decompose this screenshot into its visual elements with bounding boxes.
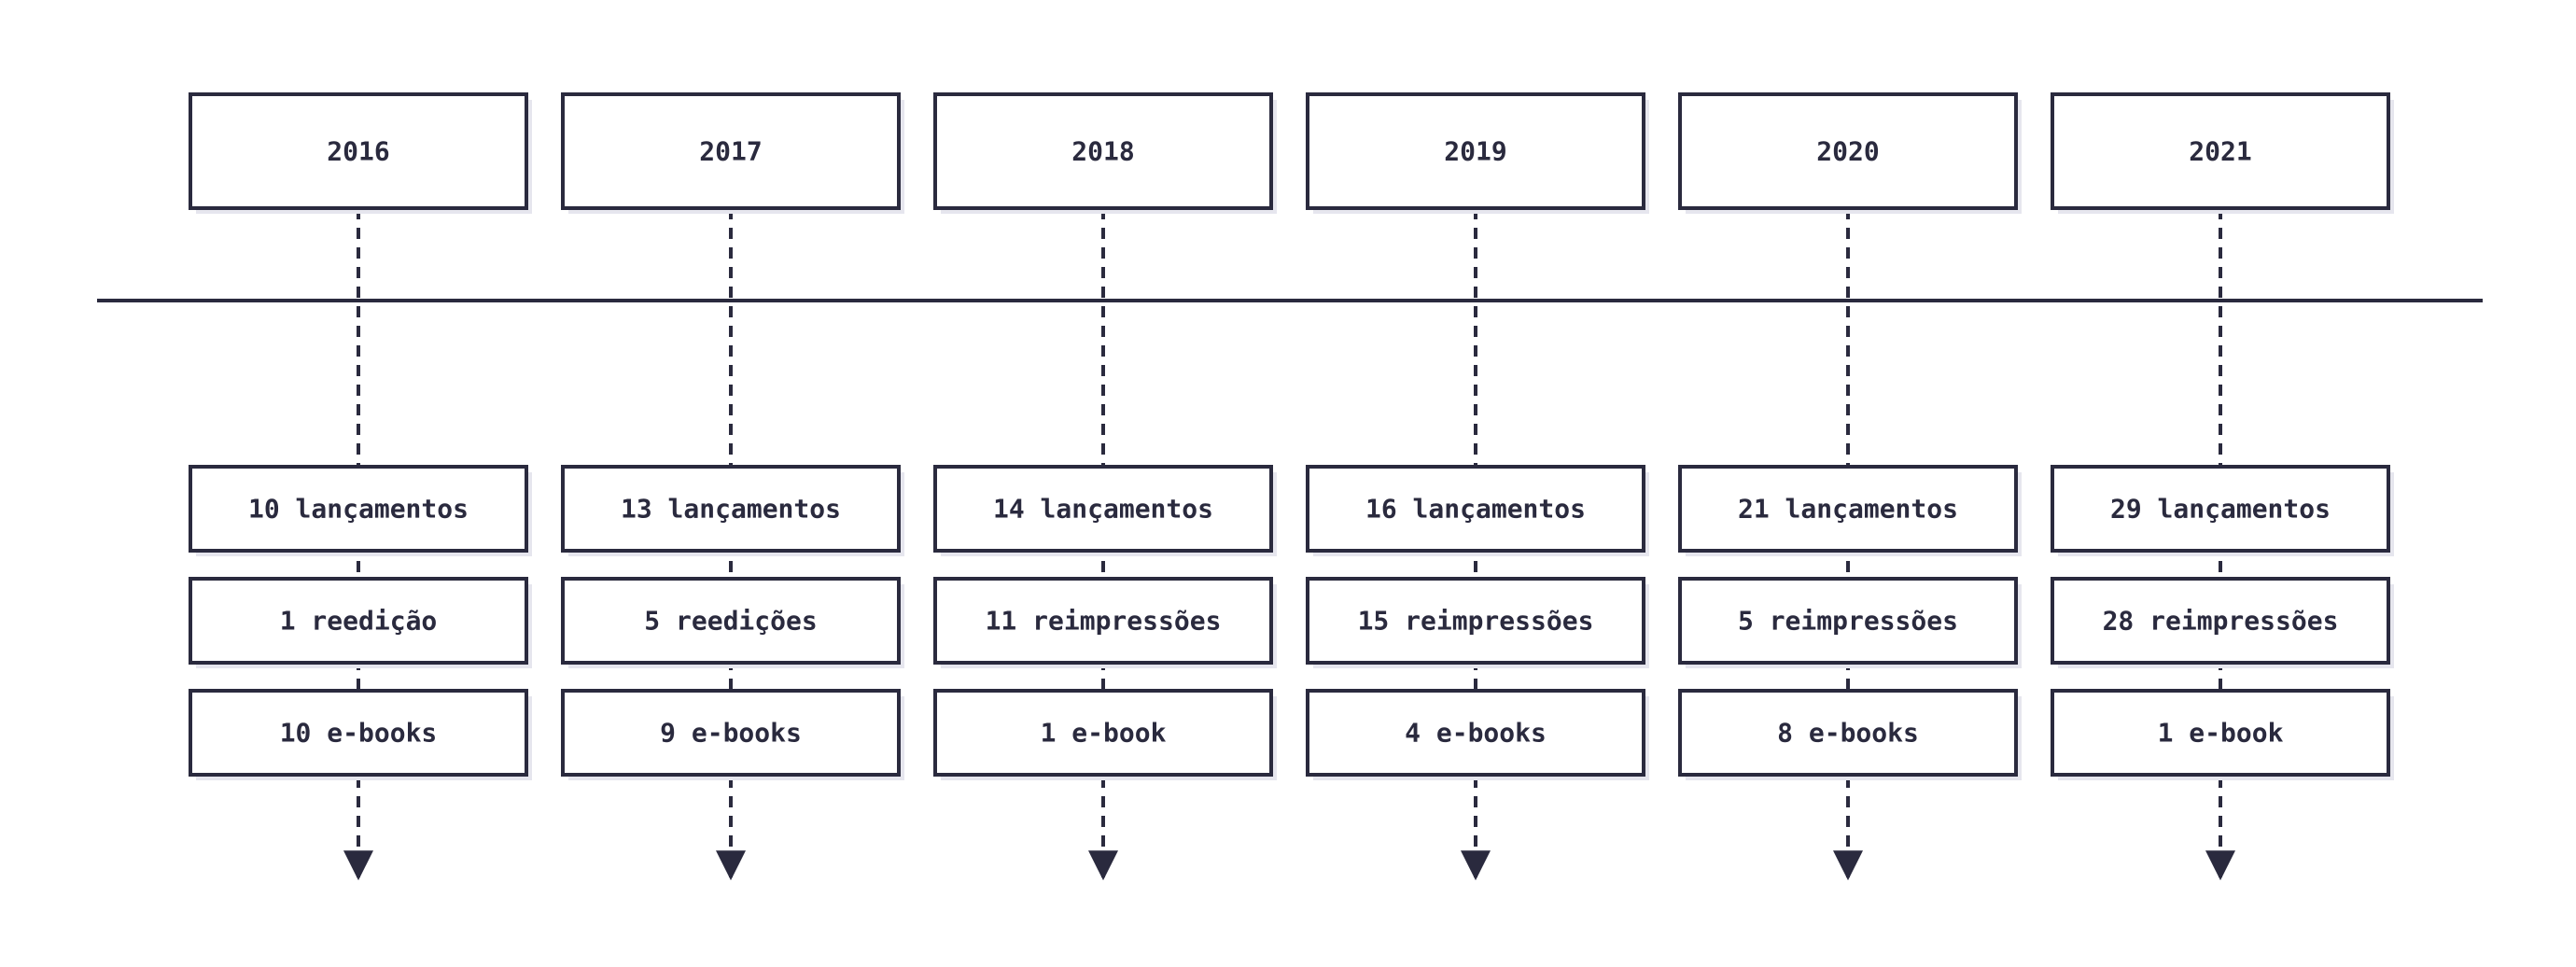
year-2018-ebooks-box-label: 1 e-book: [1041, 718, 1167, 749]
year-2017-releases-box-frame: [561, 465, 901, 553]
year-box-2016-label: 2016: [327, 136, 389, 167]
year-box-2016-frame: [189, 92, 528, 210]
year-2017-ebooks-box: 9 e-books: [561, 689, 904, 780]
year-2016-releases-box-label: 10 lançamentos: [248, 494, 469, 525]
year-box-2020-frame: [1678, 92, 2018, 210]
year-2017-reprints-box-label: 5 reedições: [644, 606, 817, 637]
year-2016-releases-box: 10 lançamentos: [189, 465, 532, 556]
year-box-2019-frame: [1306, 92, 1645, 210]
year-2017-releases-box: 13 lançamentos: [561, 465, 904, 556]
year-2018-ebooks-box: 1 e-book: [933, 689, 1277, 780]
year-2019-releases-box-frame: [1306, 465, 1645, 553]
year-2021-ebooks-box: 1 e-book: [2051, 689, 2394, 780]
year-box-2017-frame: [561, 92, 901, 210]
year-box-2021: 2021: [2051, 92, 2394, 214]
year-2019-reprints-box-frame: [1306, 577, 1645, 665]
year-2018-reprints-box-frame: [933, 577, 1273, 665]
year-2019-reprints-box: 15 reimpressões: [1306, 577, 1649, 668]
year-box-2017: 2017: [561, 92, 904, 214]
timeline-columns: 2016 10 lançamentos 1 reedição 10 e-books 20…: [189, 92, 2394, 780]
year-2016-reprints-box-label: 1 reedição: [280, 606, 438, 637]
year-2016-reprints-box: 1 reedição: [189, 577, 532, 668]
year-box-2021-label: 2021: [2189, 136, 2251, 167]
year-2021-releases-box-frame: [2051, 465, 2390, 553]
year-box-2019: 2019: [1306, 92, 1649, 214]
year-2016-ebooks-box-frame: [189, 689, 528, 777]
year-2020-ebooks-box-label: 8 e-books: [1777, 718, 1919, 749]
year-2020-releases-box: 21 lançamentos: [1678, 465, 2022, 556]
year-box-2017-label: 2017: [699, 136, 762, 167]
year-2019-ebooks-box-frame: [1306, 689, 1645, 777]
year-2021-ebooks-box-label: 1 e-book: [2158, 718, 2284, 749]
year-2019-ebooks-box: 4 e-books: [1306, 689, 1649, 780]
year-2018-releases-box-label: 14 lançamentos: [993, 494, 1213, 525]
year-2016-ebooks-box-label: 10 e-books: [280, 718, 438, 749]
year-2021-ebooks-box-frame: [2051, 689, 2390, 777]
year-2017-ebooks-box-frame: [561, 689, 901, 777]
year-2017-reprints-box-frame: [561, 577, 901, 665]
year-2018-releases-box-frame: [933, 465, 1273, 553]
year-2017-reprints-box: 5 reedições: [561, 577, 904, 668]
year-box-2016: 2016: [189, 92, 532, 214]
year-2017-releases-box-label: 13 lançamentos: [621, 494, 841, 525]
year-2019-ebooks-box-label: 4 e-books: [1405, 718, 1547, 749]
year-2019-releases-box-label: 16 lançamentos: [1365, 494, 1586, 525]
year-2021-releases-box-label: 29 lançamentos: [2110, 494, 2331, 525]
year-2019-reprints-box-label: 15 reimpressões: [1358, 606, 1594, 637]
year-2016-releases-box-frame: [189, 465, 528, 553]
year-2020-releases-box-label: 21 lançamentos: [1738, 494, 1958, 525]
year-2016-ebooks-box: 10 e-books: [189, 689, 532, 780]
year-box-2020: 2020: [1678, 92, 2022, 214]
year-2020-reprints-box: 5 reimpressões: [1678, 577, 2022, 668]
year-2020-ebooks-box-frame: [1678, 689, 2018, 777]
year-box-2018-frame: [933, 92, 1273, 210]
year-2018-ebooks-box-frame: [933, 689, 1273, 777]
year-2021-reprints-box-label: 28 reimpressões: [2103, 606, 2339, 637]
year-box-2018-label: 2018: [1071, 136, 1134, 167]
year-box-2020-label: 2020: [1816, 136, 1879, 167]
year-2020-ebooks-box: 8 e-books: [1678, 689, 2022, 780]
year-2021-releases-box: 29 lançamentos: [2051, 465, 2394, 556]
year-2020-reprints-box-frame: [1678, 577, 2018, 665]
year-box-2018: 2018: [933, 92, 1277, 214]
year-2017-ebooks-box-label: 9 e-books: [660, 718, 802, 749]
year-2021-reprints-box: 28 reimpressões: [2051, 577, 2394, 668]
year-box-2021-frame: [2051, 92, 2390, 210]
year-2016-reprints-box-frame: [189, 577, 528, 665]
year-2019-releases-box: 16 lançamentos: [1306, 465, 1649, 556]
year-2018-releases-box: 14 lançamentos: [933, 465, 1277, 556]
year-2020-reprints-box-label: 5 reimpressões: [1738, 606, 1958, 637]
year-2021-reprints-box-frame: [2051, 577, 2390, 665]
year-box-2019-label: 2019: [1444, 136, 1506, 167]
year-2018-reprints-box-label: 11 reimpressões: [986, 606, 1222, 637]
year-2020-releases-box-frame: [1678, 465, 2018, 553]
year-2018-reprints-box: 11 reimpressões: [933, 577, 1277, 668]
